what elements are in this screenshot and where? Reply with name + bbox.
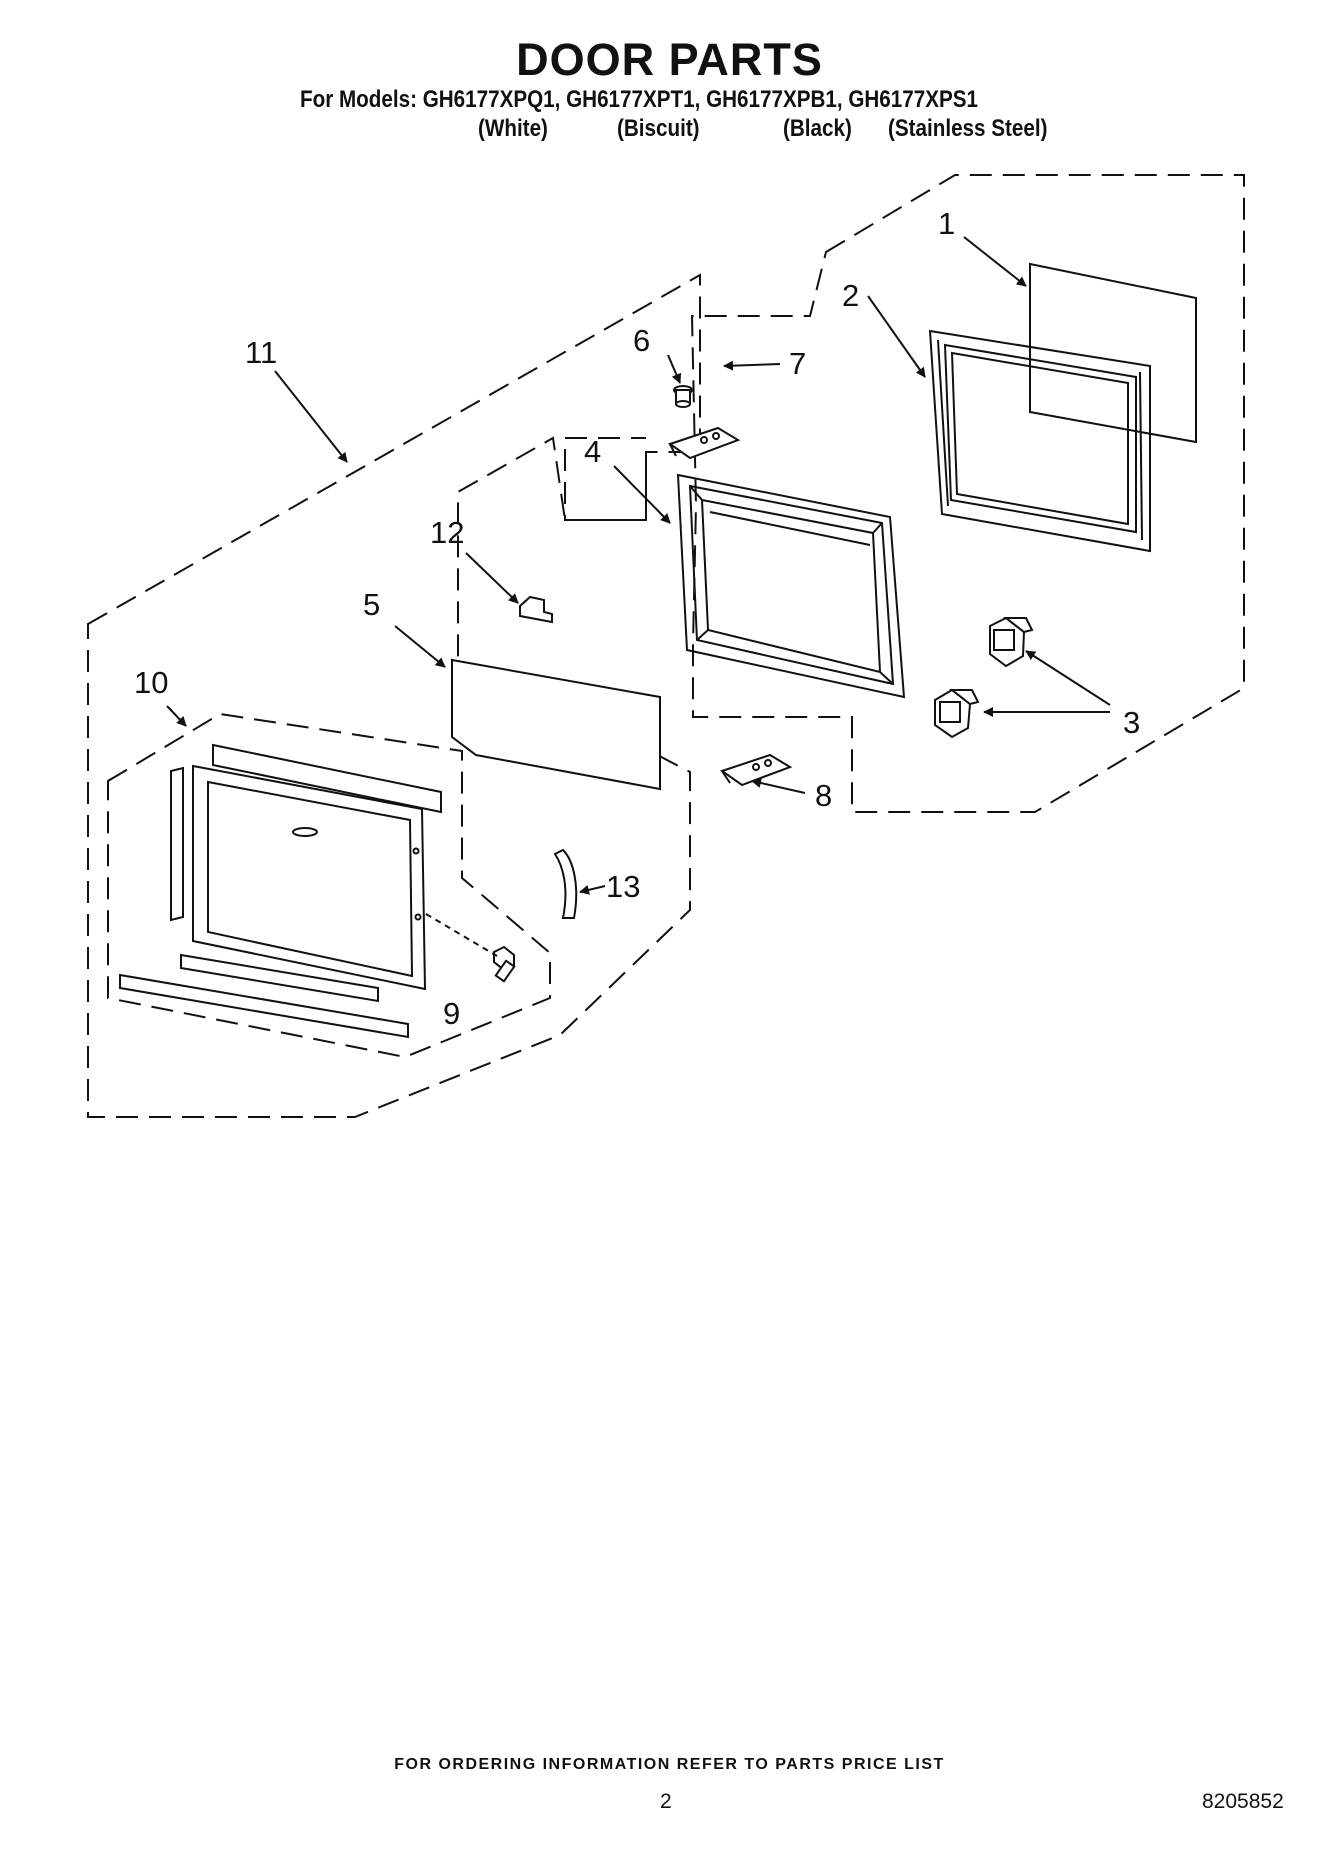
arrow-3a xyxy=(1025,650,1111,706)
arrow-13 xyxy=(579,885,606,895)
arrow-1 xyxy=(963,236,1027,287)
part-10-door-panel xyxy=(119,743,442,1039)
arrow-5 xyxy=(394,625,446,668)
color-label-white: (White) xyxy=(478,115,548,142)
page-number: 2 xyxy=(660,1790,672,1813)
arrow-2 xyxy=(867,295,926,378)
callout-13: 13 xyxy=(606,869,640,904)
part-9-bolt xyxy=(493,945,516,983)
callout-3: 3 xyxy=(1123,705,1140,740)
document-number: 8205852 xyxy=(1202,1790,1284,1813)
callout-6: 6 xyxy=(633,323,650,358)
arrow-8 xyxy=(751,778,806,794)
callout-7: 7 xyxy=(789,346,806,381)
color-label-biscuit: (Biscuit) xyxy=(617,115,700,142)
part-12-clip xyxy=(519,595,553,624)
part-5-glass-panel xyxy=(451,658,661,791)
part-13-handle xyxy=(553,848,578,919)
boundary-rear-assembly xyxy=(690,174,1245,813)
ordering-note: FOR ORDERING INFORMATION REFER TO PARTS … xyxy=(394,1756,945,1773)
part-8-bracket xyxy=(719,753,793,787)
arrow-7 xyxy=(723,360,781,371)
part-7-bracket xyxy=(667,426,741,460)
part-9-leader xyxy=(425,913,498,957)
color-label-stainless-steel: (Stainless Steel) xyxy=(888,115,1048,142)
boundary-10-trim xyxy=(107,712,551,1059)
callout-8: 8 xyxy=(815,778,832,813)
models-line: For Models: GH6177XPQ1, GH6177XPT1, GH61… xyxy=(300,86,978,113)
callout-10: 10 xyxy=(134,665,168,700)
part-2-inner-frame xyxy=(928,329,1151,553)
part-6-screw xyxy=(673,385,693,408)
callout-5: 5 xyxy=(363,587,380,622)
page-title: DOOR PARTS xyxy=(516,34,823,85)
color-label-black: (Black) xyxy=(783,115,852,142)
callout-9: 9 xyxy=(443,996,460,1031)
arrow-6 xyxy=(667,354,682,384)
callout-11: 11 xyxy=(245,335,277,370)
part-1-window xyxy=(1029,262,1197,444)
boundary-7-hinge xyxy=(564,437,647,521)
callout-12: 12 xyxy=(430,515,464,550)
callout-2: 2 xyxy=(842,278,859,313)
arrow-10 xyxy=(166,705,187,727)
arrow-4 xyxy=(613,465,671,524)
part-3-hinges xyxy=(934,616,1034,739)
callout-1: 1 xyxy=(938,206,955,241)
part-4-door-frame xyxy=(676,473,906,699)
arrow-11 xyxy=(274,370,348,463)
callout-4: 4 xyxy=(584,434,601,469)
arrow-12 xyxy=(465,552,519,604)
